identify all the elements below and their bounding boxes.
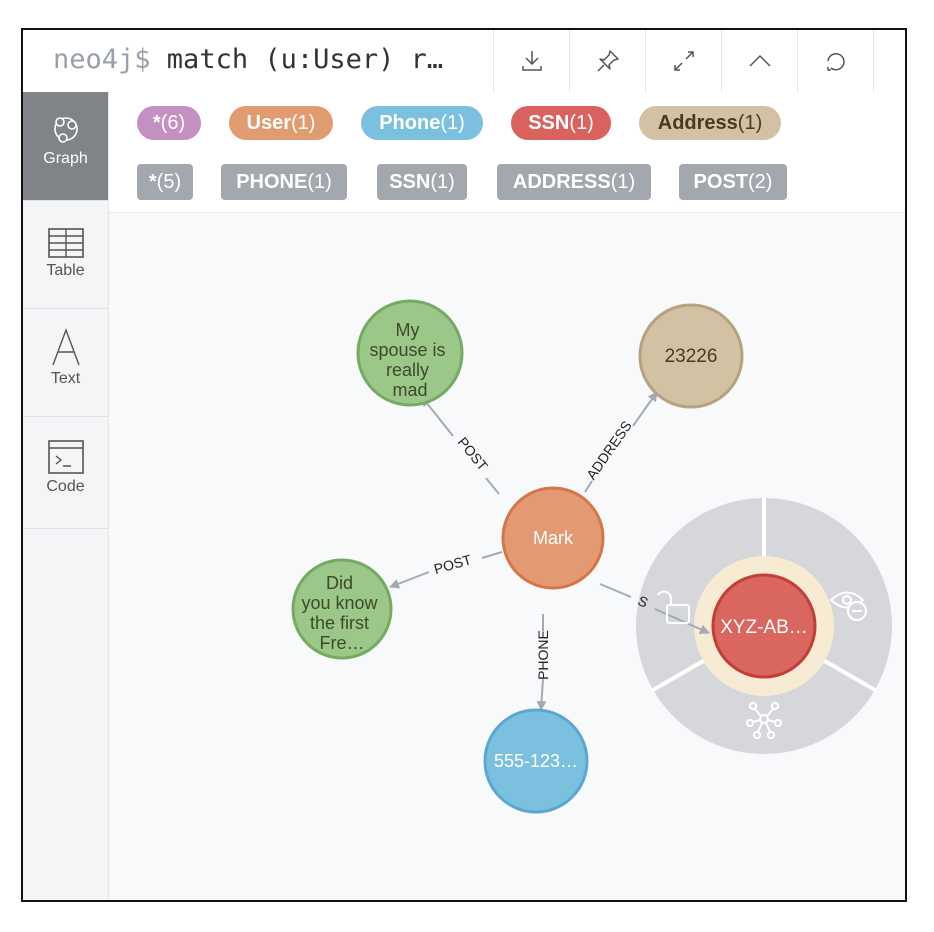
unlock-node-button[interactable] [657,590,690,624]
collapse-icon [749,54,771,67]
result-toolbar: neo4j$ match (u:User) r… [23,30,905,93]
label-pill-all[interactable]: *(6) [137,106,201,140]
graph-node-post-2[interactable]: Did you know the first Fre… [291,558,393,660]
expand-node-button[interactable] [746,702,782,739]
sidebar-label-code: Code [46,478,85,495]
reltype-tag-address[interactable]: ADDRESS(1) [497,164,651,200]
graph-node-phone[interactable]: 555-123… [483,708,589,814]
sidebar-item-text[interactable]: Text [23,308,108,417]
relationship-label-post-2: POST [432,551,473,577]
refresh-icon [827,52,845,71]
toolbar-overflow [873,30,905,92]
graph-node-mark[interactable]: Mark [501,486,605,590]
label-pill-phone[interactable]: Phone(1) [361,106,483,140]
fullscreen-button[interactable] [645,30,722,92]
node-caption-ssn: XYZ-AB… [720,617,808,638]
unlock-icon [657,590,690,624]
sidebar-label-text: Text [50,370,81,387]
hide-node-button[interactable] [829,591,867,621]
graph-canvas[interactable]: POST ADDRESS POST PHONE [109,213,905,900]
reltype-tag-phone[interactable]: PHONE(1) [221,164,347,200]
graph-node-post-1[interactable]: My spouse is really mad [356,299,464,407]
reltype-tag-all[interactable]: *(5) [137,164,193,200]
node-label-bar: *(6) User(1) Phone(1) SSN(1) Address(1) [109,92,905,153]
code-icon [47,440,84,474]
node-caption-phone: 555-123… [494,751,578,771]
relationship-type-bar: *(5) PHONE(1) SSN(1) ADDRESS(1) POST(2) [109,152,905,213]
node-caption-post-1: My spouse is really mad [369,320,450,400]
label-pill-ssn[interactable]: SSN(1) [511,106,611,140]
graph-node-ssn[interactable]: XYZ-AB… [711,573,817,679]
expand-network-icon [746,702,782,739]
reltype-tag-ssn[interactable]: SSN(1) [377,164,467,200]
relationship-label-post-1: POST [455,434,492,474]
relationship-label-address: ADDRESS [583,418,635,483]
sidebar-item-code[interactable]: Code [23,416,108,529]
download-button[interactable] [493,30,570,92]
label-pill-address[interactable]: Address(1) [639,106,781,140]
sidebar-item-graph[interactable]: Graph [23,92,108,201]
node-caption-post-2: Did you know the first Fre… [301,573,382,653]
pin-button[interactable] [569,30,646,92]
sidebar-item-table[interactable]: Table [23,200,108,309]
node-caption-mark: Mark [533,528,574,548]
hide-icon [829,591,867,621]
result-frame: neo4j$ match (u:User) r… [21,28,907,902]
relationship-label-phone: PHONE [535,630,551,680]
graph-svg[interactable]: POST ADDRESS POST PHONE [109,213,905,900]
query-text[interactable]: neo4j$ match (u:User) r… [53,30,443,92]
sidebar-label-graph: Graph [43,150,88,167]
rerun-button[interactable] [797,30,874,92]
query-string: match (u:User) r… [150,44,444,75]
relationship-phone[interactable]: PHONE [535,614,551,711]
relationship-post-2[interactable]: POST [389,551,503,589]
label-pill-user[interactable]: User(1) [229,106,333,140]
text-icon [51,328,80,366]
query-prompt: neo4j$ [53,44,151,75]
table-icon [47,228,84,258]
relationship-address[interactable]: ADDRESS [583,391,658,493]
expand-icon [674,51,694,71]
download-icon [522,51,542,71]
sidebar-label-table: Table [46,262,85,279]
view-sidebar: Graph Table Text Code [23,92,109,900]
pin-icon [597,50,619,72]
graph-icon [53,117,78,143]
node-caption-address: 23226 [665,346,718,367]
relationship-post-1[interactable]: POST [421,396,500,495]
reltype-tag-post[interactable]: POST(2) [679,164,787,200]
collapse-button[interactable] [721,30,798,92]
graph-node-address[interactable]: 23226 [638,303,744,409]
